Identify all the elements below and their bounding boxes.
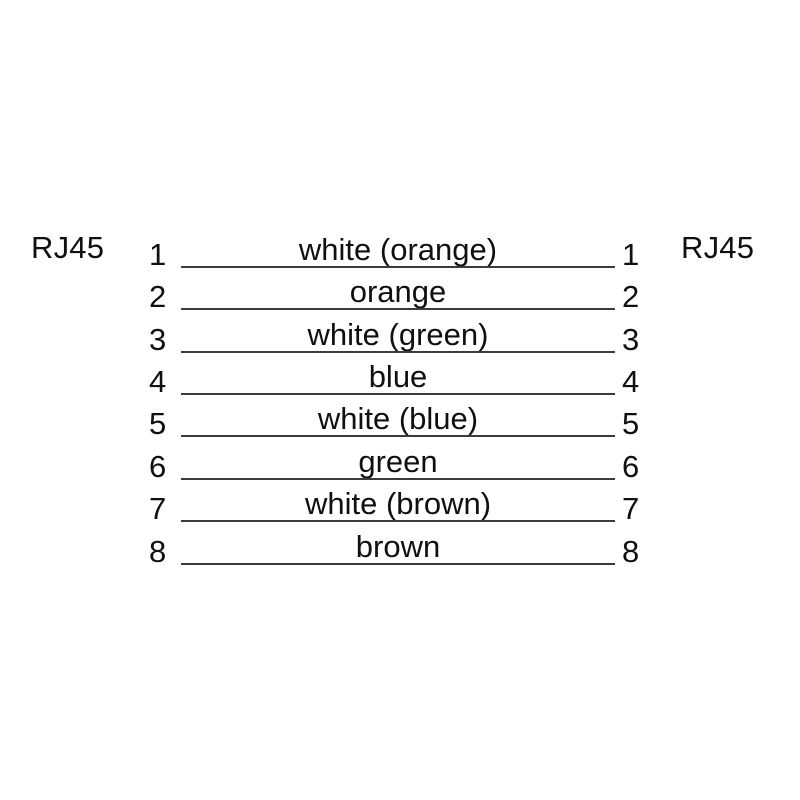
pin-row: 8 brown 8 (140, 523, 660, 567)
conductor-line (181, 308, 615, 310)
conductor-line (181, 478, 615, 480)
pin-number-right: 5 (622, 406, 640, 441)
wire-color-label: blue (368, 359, 428, 394)
conductor-line (181, 563, 615, 565)
pin-number-left: 2 (149, 279, 167, 314)
connector-left-label: RJ45 (31, 230, 105, 265)
pin-row: 3 white (green) 3 (140, 311, 660, 355)
pin-row: 5 white (blue) 5 (140, 395, 660, 439)
conductor-line (181, 520, 615, 522)
pin-number-left: 8 (149, 534, 167, 569)
wire-color-label: white (orange) (298, 232, 498, 267)
pin-number-right: 1 (622, 237, 640, 272)
pin-number-left: 6 (149, 449, 167, 484)
conductor-line (181, 351, 615, 353)
wire-color-label: brown (355, 529, 441, 564)
pin-number-right: 2 (622, 279, 640, 314)
wire-color-label: green (358, 444, 438, 479)
pin-number-left: 7 (149, 491, 167, 526)
wire-color-label: white (brown) (304, 486, 492, 521)
conductor-line (181, 393, 615, 395)
pin-number-left: 3 (149, 322, 167, 357)
conductor-line (181, 435, 615, 437)
pin-row: 4 blue 4 (140, 353, 660, 397)
connector-right-label: RJ45 (681, 230, 755, 265)
pin-row: 1 white (orange) 1 (140, 226, 660, 270)
pin-number-right: 6 (622, 449, 640, 484)
pin-number-left: 4 (149, 364, 167, 399)
conductor-line (181, 266, 615, 268)
wire-color-label: orange (349, 274, 447, 309)
pin-number-right: 8 (622, 534, 640, 569)
pin-number-right: 3 (622, 322, 640, 357)
pin-number-left: 1 (149, 237, 167, 272)
wire-color-label: white (green) (307, 317, 489, 352)
pin-row: 2 orange 2 (140, 268, 660, 312)
pin-number-left: 5 (149, 406, 167, 441)
pin-number-right: 4 (622, 364, 640, 399)
pin-row: 6 green 6 (140, 438, 660, 482)
pin-number-right: 7 (622, 491, 640, 526)
pin-row: 7 white (brown) 7 (140, 480, 660, 524)
wire-color-label: white (blue) (317, 401, 479, 436)
